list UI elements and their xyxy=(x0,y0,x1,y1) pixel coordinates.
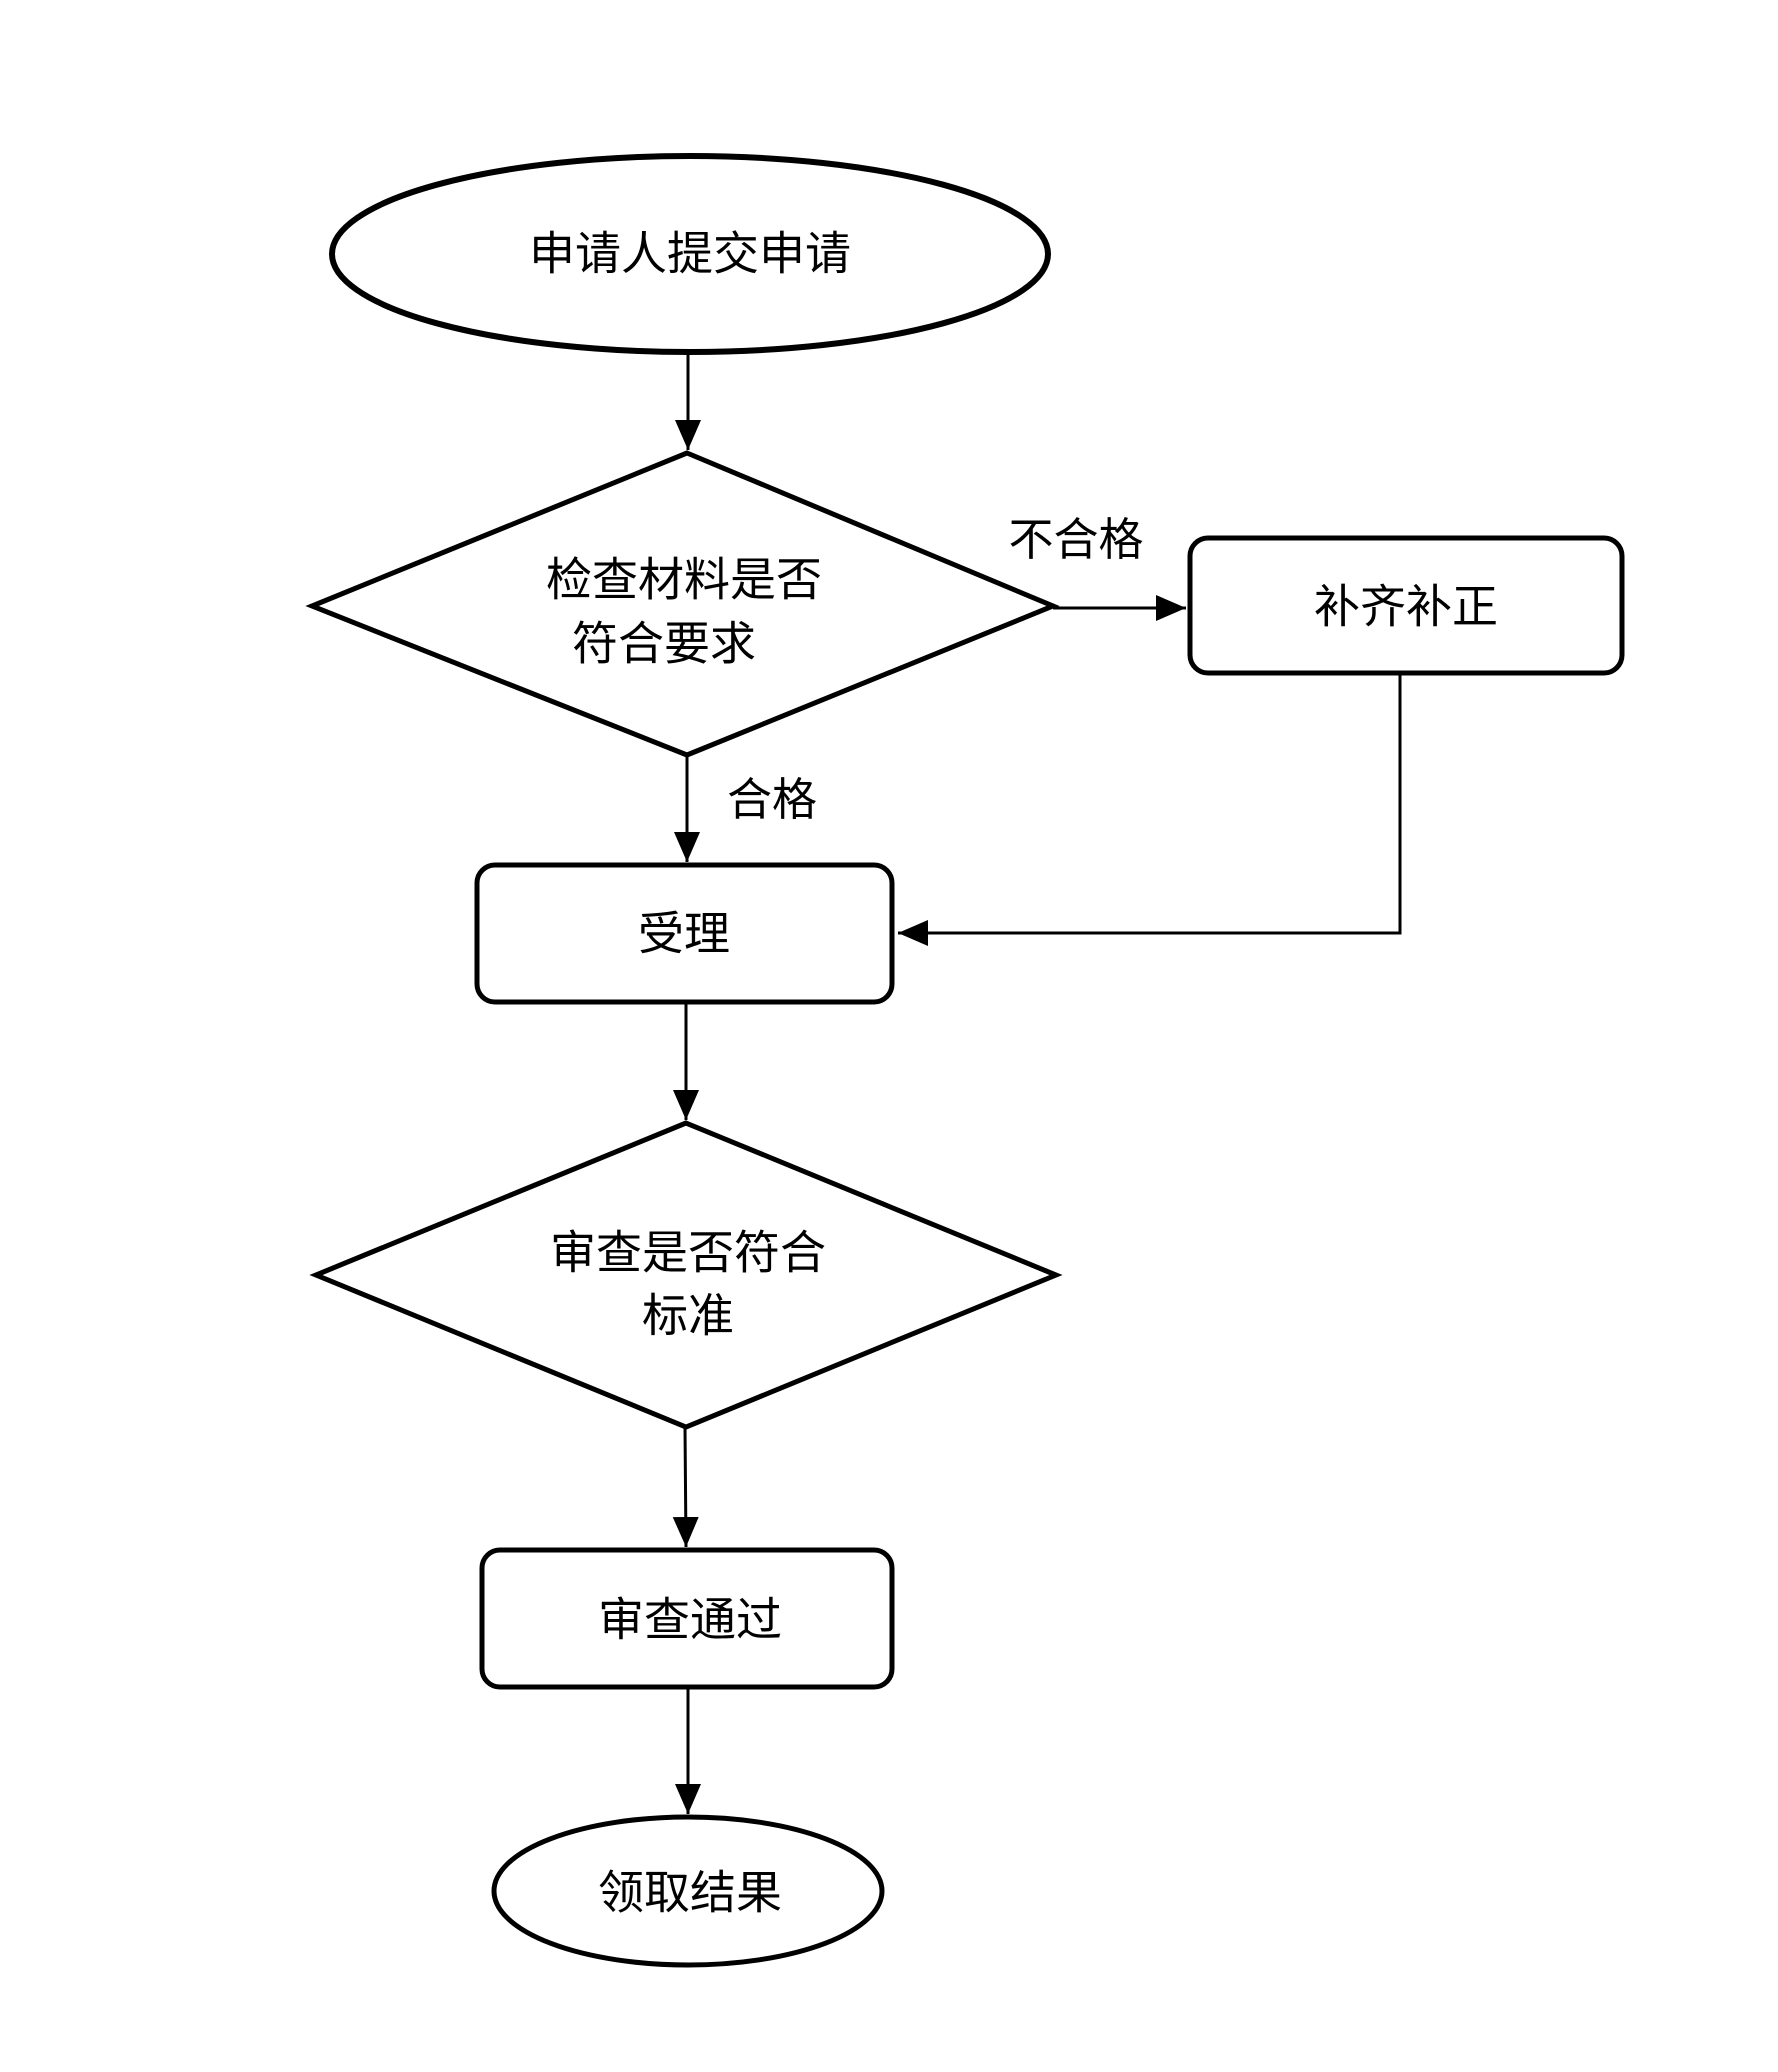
node-supplement-rect xyxy=(1187,535,1625,676)
node-start-label: 申请人提交申请 xyxy=(529,229,851,280)
node-review-label-line2: 标准 xyxy=(642,1291,734,1342)
node-start-ellipse xyxy=(329,153,1051,355)
node-result-label: 领取结果 xyxy=(598,1868,782,1919)
node-supplement-label: 补齐补正 xyxy=(1314,582,1498,633)
edge-label-fail: 不合格 xyxy=(1008,515,1143,565)
node-result-ellipse xyxy=(491,1814,885,1968)
node-review-label-line1: 审查是否符合 xyxy=(550,1228,826,1279)
edge-label-pass: 合格 xyxy=(727,775,817,825)
node-check-label-line1: 检查材料是否 xyxy=(546,555,822,606)
edge-review-to-approved xyxy=(672,1426,699,1548)
node-accept-label: 受理 xyxy=(638,909,730,960)
edge-supplement-to-accept xyxy=(898,673,1402,946)
node-check-label-line2: 符合要求 xyxy=(572,619,756,670)
node-approved-label: 审查通过 xyxy=(598,1595,782,1646)
